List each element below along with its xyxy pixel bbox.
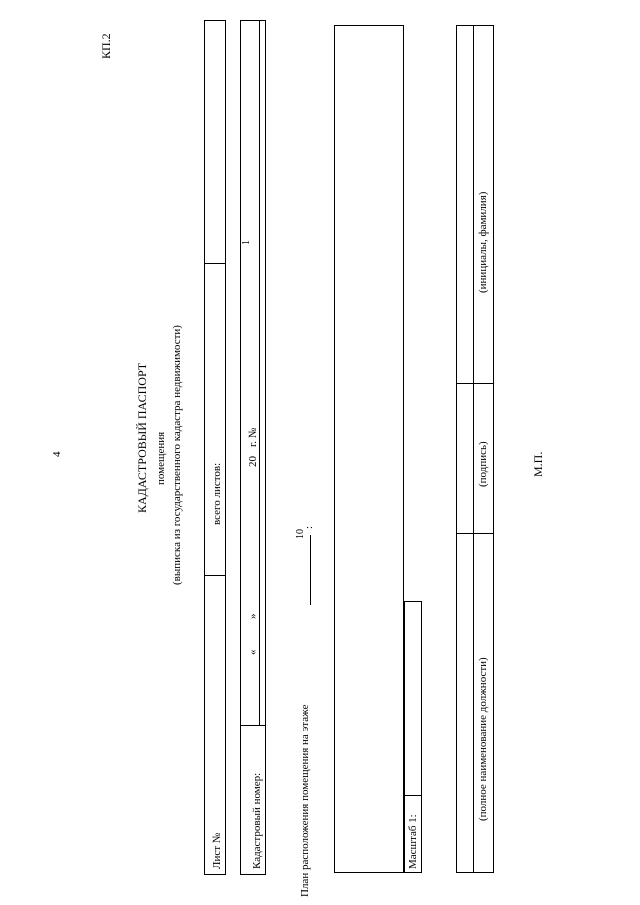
page-number: 4 bbox=[51, 451, 63, 458]
position-caption: (полное наименование должности) bbox=[477, 657, 489, 821]
sheet-number-label: Лист № bbox=[211, 832, 223, 869]
stamp-label: М.П. bbox=[531, 451, 545, 477]
name-caption: (инициалы, фамилия) bbox=[477, 191, 489, 293]
floor-input-line[interactable] bbox=[310, 535, 311, 605]
document-subtitle: помещения bbox=[155, 431, 167, 485]
cadastral-number-label: Кадастровый номер: bbox=[251, 772, 263, 869]
date-year-suffix: г. № bbox=[247, 427, 259, 447]
form-code: КП.2 bbox=[99, 33, 113, 59]
plan-label: План расположения помещения на этаже bbox=[299, 704, 311, 897]
total-sheets-label: всего листов: bbox=[211, 462, 223, 525]
sheet-row bbox=[204, 20, 226, 875]
date-footnote: 1 bbox=[241, 240, 252, 245]
date-quote-close: » bbox=[247, 613, 259, 620]
signature-caption: (подпись) bbox=[477, 441, 489, 487]
document-title: КАДАСТРОВЫЙ ПАСПОРТ bbox=[135, 362, 149, 513]
date-quote-open: « bbox=[247, 649, 259, 656]
date-year-prefix: 20 bbox=[247, 456, 259, 467]
plan-colon: : bbox=[303, 525, 315, 529]
plan-drawing-area[interactable] bbox=[334, 25, 404, 873]
scale-label: Масштаб 1: bbox=[407, 814, 419, 869]
document-note: (выписка из государственного кадастра не… bbox=[171, 325, 183, 585]
cadastral-row bbox=[240, 20, 266, 875]
plan-footnote: 10 bbox=[295, 529, 306, 539]
